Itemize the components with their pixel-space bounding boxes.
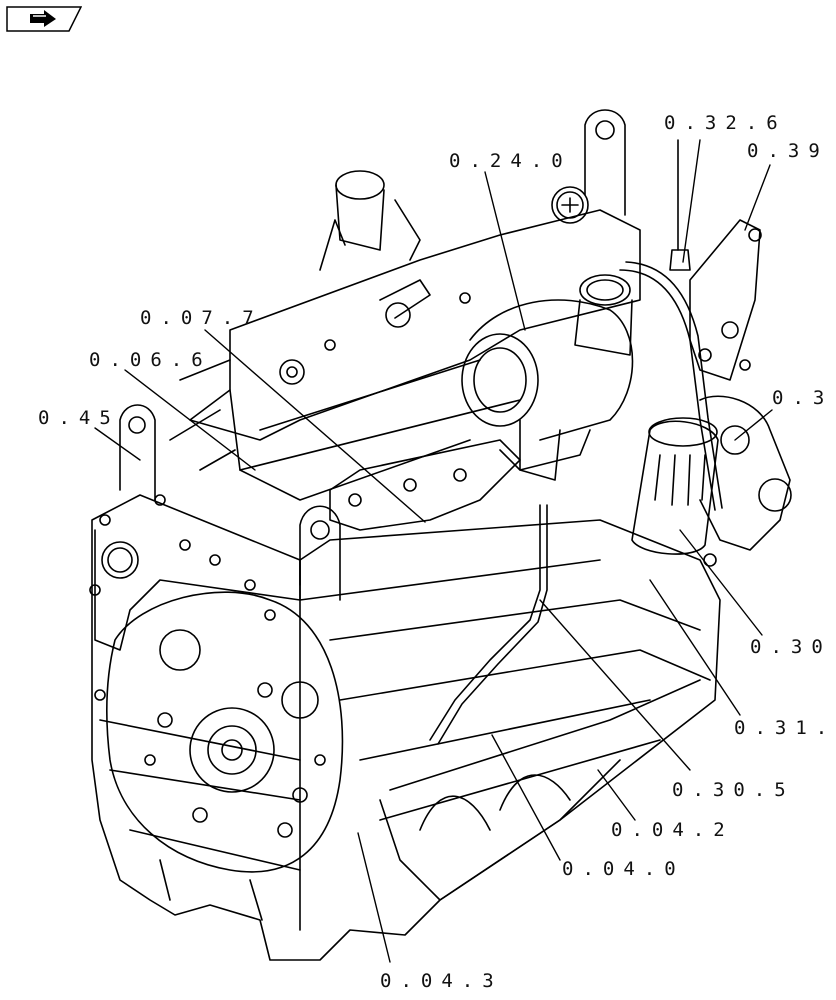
callout-0-32-6: 0.32.6 <box>664 112 787 134</box>
arrow-right-icon <box>30 10 56 27</box>
callout-0-3: 0.3 <box>772 387 834 409</box>
callout-0-39: 0.39 <box>747 140 829 162</box>
callout-0-04-0: 0.04.0 <box>562 858 685 880</box>
nav-arrow-button[interactable] <box>6 6 82 32</box>
oil-filter <box>631 417 719 555</box>
leader-0-04-0 <box>491 734 561 861</box>
leader-0-45 <box>94 427 141 461</box>
dipstick-tube <box>669 139 691 271</box>
water-pump <box>699 395 792 567</box>
callout-0-31: 0.31. <box>734 717 836 739</box>
leader-0-30 <box>679 529 763 636</box>
callout-0-06-6: 0.06.6 <box>89 349 212 371</box>
flywheel-housing <box>105 591 344 873</box>
front-plate <box>89 494 301 701</box>
callout-0-30-5: 0.30.5 <box>672 779 795 801</box>
gauge <box>551 186 589 224</box>
leader-0-3 <box>734 409 773 441</box>
exhaust-manifold <box>329 439 521 531</box>
leader-0-39 <box>744 164 771 231</box>
leader-0-30-5 <box>539 599 691 771</box>
leader-0-07-7 <box>204 329 426 523</box>
oil-pan <box>379 679 701 901</box>
callout-0-07-7: 0.07.7 <box>140 307 263 329</box>
engine-block <box>91 494 721 961</box>
leader-0-32-6 <box>682 139 701 263</box>
leader-0-06-6 <box>124 369 256 471</box>
callout-0-30: 0.30 <box>750 636 832 658</box>
leader-0-04-2 <box>597 769 636 821</box>
alternator-bracket <box>689 219 762 381</box>
leader-0-31 <box>649 579 741 716</box>
callout-0-04-2: 0.04.2 <box>611 819 734 841</box>
callout-0-04-3: 0.04.3 <box>380 970 503 992</box>
thermostat-housing <box>319 170 421 271</box>
leader-lines <box>94 139 773 963</box>
leader-0-04-3 <box>357 832 391 963</box>
leader-0-24-0 <box>484 171 526 331</box>
callout-0-24-0: 0.24.0 <box>449 150 572 172</box>
turbocharger <box>461 274 634 481</box>
callout-0-45: 0.45 <box>38 407 120 429</box>
oil-lines <box>169 261 723 745</box>
